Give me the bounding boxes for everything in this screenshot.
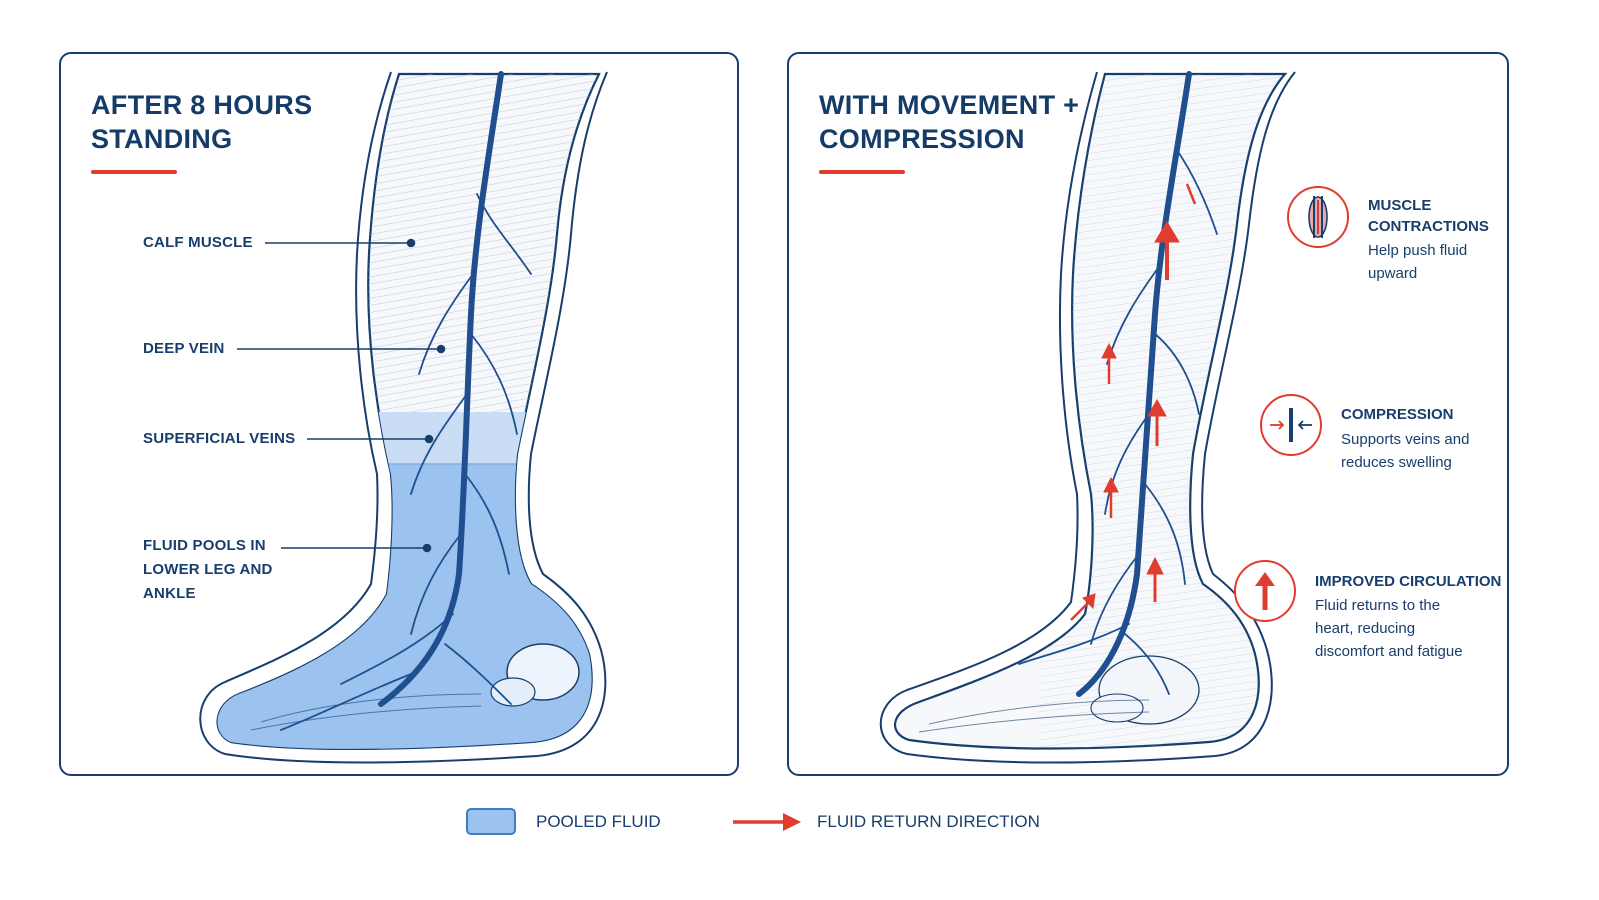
left-panel-standing: AFTER 8 HOURS STANDING — [59, 52, 739, 776]
label-fluid-pools: FLUID POOLS IN LOWER LEG AND ANKLE — [143, 534, 273, 606]
right-title-line1: WITH MOVEMENT + — [819, 90, 1080, 120]
callout-3-title: IMPROVED CIRCULATION — [1315, 573, 1502, 590]
right-title-underline — [819, 170, 905, 174]
callout-3-desc-line1: Fluid returns to the — [1315, 597, 1441, 614]
legend-red-arrow-icon — [733, 813, 801, 831]
callout-3-desc-line3: discomfort and fatigue — [1315, 643, 1463, 660]
label-superficial-veins: SUPERFICIAL VEINS — [143, 430, 296, 447]
callout-2-desc-line1: Supports veins and — [1341, 431, 1470, 448]
right-panel-movement: WITH MOVEMENT + COMPRESSION — [787, 52, 1509, 776]
leg-illustration-pooled — [199, 71, 608, 764]
callout-2-desc-line2: reduces swelling — [1341, 454, 1452, 471]
label-calf-muscle: CALF MUSCLE — [143, 234, 253, 251]
right-panel-title: WITH MOVEMENT + COMPRESSION — [819, 88, 1159, 156]
left-title-underline — [91, 170, 177, 174]
right-title-line2: COMPRESSION — [819, 124, 1025, 154]
fluid-label-line2: LOWER LEG AND — [143, 561, 273, 578]
callout-3-desc-line2: heart, reducing — [1315, 620, 1416, 637]
callout-2-title: COMPRESSION — [1341, 406, 1454, 423]
callout-3-desc: Fluid returns to the heart, reducing dis… — [1315, 594, 1505, 663]
left-title-line1: AFTER 8 HOURS — [91, 90, 313, 120]
callout-1-title-line2: CONTRACTIONS — [1368, 218, 1489, 235]
muscle-icon — [1287, 186, 1349, 248]
callout-1-desc-line2: upward — [1368, 265, 1418, 282]
legend-pooled-fluid-label: POOLED FLUID — [536, 812, 661, 831]
left-title-line2: STANDING — [91, 124, 233, 154]
callout-1-title-line1: MUSCLE — [1368, 197, 1432, 214]
fluid-label-line1: FLUID POOLS IN — [143, 537, 266, 554]
callout-1-title: MUSCLE CONTRACTIONS — [1368, 195, 1507, 237]
fluid-return-arrows — [1070, 183, 1197, 621]
callout-1-desc-line1: Help push fluid — [1368, 242, 1468, 259]
callout-1-desc: Help push fluid upward — [1368, 239, 1507, 285]
compression-icon — [1260, 394, 1322, 456]
leg-illustration-healthy — [879, 71, 1296, 764]
legend-fluid-return-label: FLUID RETURN DIRECTION — [817, 812, 1040, 831]
fluid-label-line3: ANKLE — [143, 585, 196, 602]
callout-2-desc: Supports veins and reduces swelling — [1341, 428, 1507, 474]
left-panel-title: AFTER 8 HOURS STANDING — [91, 88, 411, 156]
label-deep-vein: DEEP VEIN — [143, 340, 225, 357]
up-arrow-icon — [1234, 560, 1296, 622]
legend-pooled-fluid-swatch — [466, 808, 516, 835]
